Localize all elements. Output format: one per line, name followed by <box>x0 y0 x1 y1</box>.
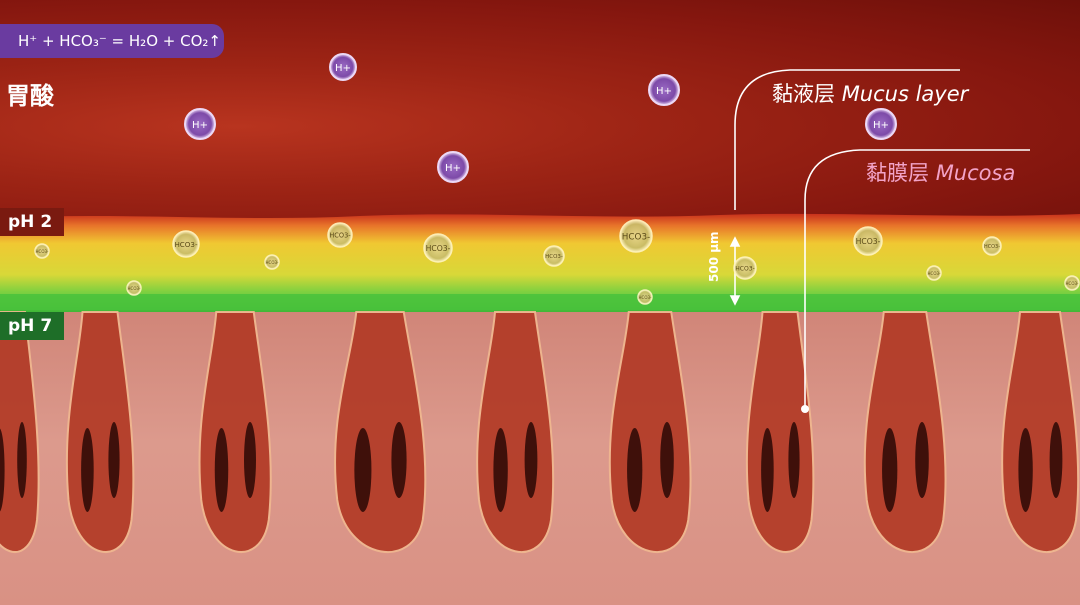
pit-opening <box>627 428 643 512</box>
mucus-green-strip <box>0 294 1080 310</box>
pit-opening <box>0 428 5 512</box>
bicarbonate-text: HCO3- <box>622 233 650 243</box>
mucosa-guide-line <box>804 149 1030 410</box>
bicarbonate-text: HCO3- <box>266 260 279 265</box>
bicarbonate-particle: HCO3- <box>34 243 50 259</box>
bicarbonate-particle: HCO3- <box>1064 275 1080 291</box>
gastric-pit <box>65 311 135 553</box>
bicarbonate-particle: HCO3- <box>126 280 142 296</box>
pit-opening <box>882 428 898 512</box>
bicarbonate-particle: HCO3- <box>327 222 353 248</box>
bicarbonate-particle: HCO3- <box>637 289 653 305</box>
h-ion-particle: H+ <box>184 108 216 140</box>
gastric-pit <box>334 311 427 554</box>
h-ion-text: H+ <box>335 63 351 74</box>
pit-opening <box>524 422 538 498</box>
bicarbonate-particle: HCO3- <box>543 245 565 267</box>
h-ion-particles: H+ H+ H+ H+ H+ <box>184 53 897 183</box>
ph-7-tag: pH 7 <box>0 312 64 340</box>
gastric-pit <box>745 311 815 553</box>
pit-opening <box>17 422 27 498</box>
h-ion-particle: H+ <box>865 108 897 140</box>
gastric-acid-label: 胃酸 <box>6 82 54 110</box>
h-ion-text: H+ <box>192 120 208 131</box>
bicarbonate-text: HCO3- <box>639 295 652 300</box>
mucosa-layer-label-en: Mucosa <box>935 161 1016 185</box>
bicarbonate-text: HCO3- <box>1066 281 1079 286</box>
pit-opening <box>1049 422 1063 498</box>
gastric-pits <box>0 311 1080 554</box>
pit-opening <box>761 428 774 512</box>
pit-opening <box>244 422 256 498</box>
bicarbonate-particle: HCO3- <box>982 236 1002 256</box>
pit-opening <box>391 422 407 498</box>
gastric-pit <box>476 311 555 553</box>
gastric-pit-openings <box>0 422 1063 512</box>
bicarbonate-particle: HCO3- <box>172 230 200 258</box>
h-ion-particle: H+ <box>437 151 469 183</box>
mucus-layer-label: 黏液层 Mucus layer <box>772 78 968 108</box>
reaction-equation-banner: H⁺ + HCO₃⁻ = H₂O + CO₂↑ <box>0 24 224 58</box>
gastric-pit <box>608 311 692 554</box>
bicarbonate-particle: HCO3- <box>926 265 942 281</box>
bicarbonate-text: HCO3- <box>856 237 881 246</box>
bicarbonate-text: HCO3- <box>545 254 563 260</box>
bicarbonate-particle: HCO3- <box>264 254 280 270</box>
bicarbonate-text: HCO3- <box>329 232 351 240</box>
pit-opening <box>660 422 674 498</box>
bicarbonate-text: HCO3- <box>36 249 49 254</box>
bicarbonate-particle: HCO3- <box>619 219 653 253</box>
bicarbonate-text: HCO3- <box>426 244 451 253</box>
mucosa-layer-label: 黏膜层 Mucosa <box>866 157 1015 187</box>
gastric-pit <box>863 311 947 554</box>
mucus-guide-line <box>734 69 960 210</box>
gastric-pit <box>198 311 272 553</box>
bicarbonate-text: HCO3- <box>735 265 755 272</box>
ph-2-tag: pH 2 <box>0 208 64 236</box>
pit-opening <box>788 422 800 498</box>
bicarbonate-text: HCO3- <box>984 244 1000 250</box>
pit-opening <box>214 428 229 512</box>
bicarbonate-particles: HCO3- HCO3- HCO3- HCO3- HCO3- HCO3- HCO3- HCO3-… <box>34 219 1080 305</box>
pit-opening <box>81 428 94 512</box>
mucus-layer-band <box>0 213 1080 312</box>
bicarbonate-text: HCO3- <box>928 271 941 276</box>
h-ion-particle: H+ <box>329 53 357 81</box>
mucus-layer-label-en: Mucus layer <box>841 82 969 106</box>
pit-opening <box>108 422 120 498</box>
bicarbonate-particle: HCO3- <box>853 226 883 256</box>
pit-opening <box>354 428 372 512</box>
mucosa-layer-label-zh: 黏膜层 <box>866 161 929 185</box>
mucosa-guide-dot <box>801 405 809 413</box>
pit-opening <box>1018 428 1033 512</box>
bicarbonate-particle: HCO3- <box>733 256 757 280</box>
h-ion-text: H+ <box>873 120 889 131</box>
mucus-layer-label-zh: 黏液层 <box>772 82 835 106</box>
h-ion-text: H+ <box>656 86 672 97</box>
h-ion-text: H+ <box>445 163 461 174</box>
bicarbonate-text: HCO3- <box>128 286 141 291</box>
pit-opening <box>915 422 929 498</box>
bicarbonate-particle: HCO3- <box>423 233 453 263</box>
bicarbonate-text: HCO3- <box>174 240 198 249</box>
gastric-pit <box>1001 311 1080 553</box>
thickness-label: 500 μm <box>707 231 721 282</box>
pit-opening <box>493 428 508 512</box>
h-ion-particle: H+ <box>648 74 680 106</box>
